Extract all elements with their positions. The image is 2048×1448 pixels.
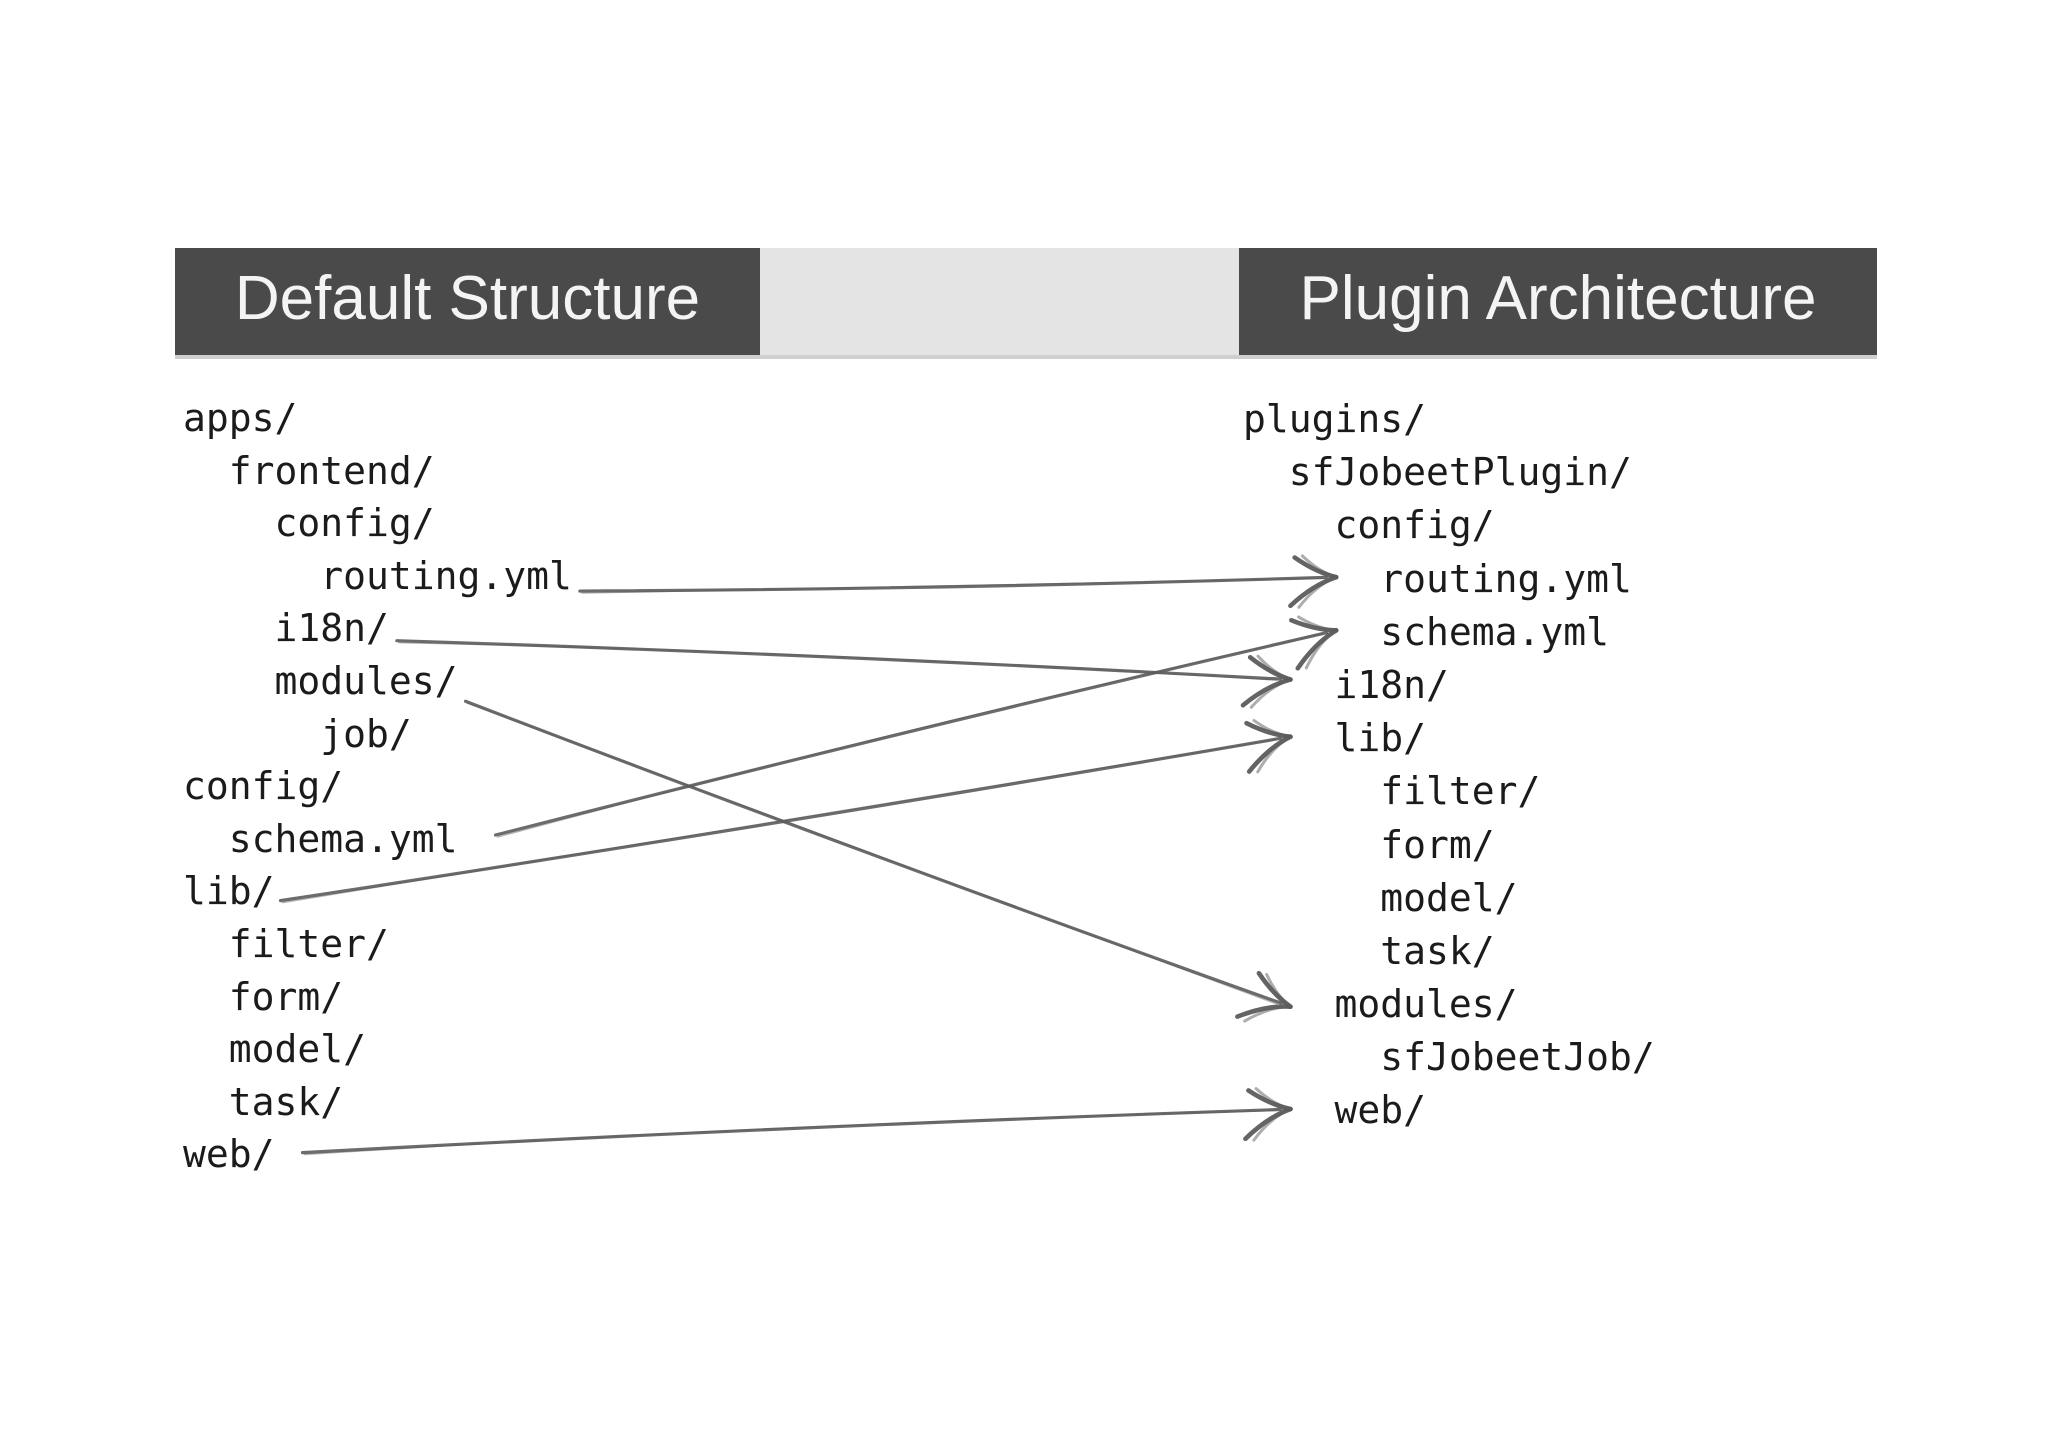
plugin-architecture-label-config: config/: [1334, 503, 1495, 548]
default-structure-item-task: task/: [183, 1076, 572, 1129]
default-structure-label-lib: lib/: [183, 869, 275, 914]
arrow-modules: [463, 699, 1293, 1023]
arrow-stroke: [496, 633, 1324, 838]
header-spacer: [760, 248, 1239, 359]
default-structure-label-modules: modules/: [274, 658, 458, 703]
arrow-schema: [493, 615, 1339, 838]
arrow-stroke: [493, 631, 1329, 837]
default-structure-item-filter: filter/: [183, 918, 572, 971]
default-structure-label-schema: schema.yml: [228, 816, 458, 861]
plugin-architecture-label-model: model/: [1380, 875, 1518, 920]
plugin-architecture-label-sfJobeetJob: sfJobeetJob/: [1380, 1035, 1655, 1080]
default-structure-item-web: web/: [183, 1128, 572, 1181]
header-plugin-architecture-title: Plugin Architecture: [1299, 263, 1817, 333]
plugin-architecture-tree: plugins/sfJobeetPlugin/config/routing.ym…: [1243, 393, 1655, 1138]
header-default-structure: Default Structure: [175, 248, 760, 359]
plugin-architecture-item-sfJobeetPlugin: sfJobeetPlugin/: [1243, 446, 1655, 499]
plugin-architecture-label-plugins: plugins/: [1243, 397, 1427, 441]
default-structure-label-frontend-config: config/: [274, 501, 435, 546]
default-structure-item-form: form/: [183, 971, 572, 1024]
default-structure-label-model: model/: [228, 1027, 367, 1072]
plugin-architecture-label-lib: lib/: [1334, 716, 1426, 761]
plugin-architecture-label-modules: modules/: [1334, 982, 1518, 1027]
plugin-architecture-item-plugins: plugins/: [1243, 393, 1655, 446]
default-structure-label-i18n: i18n/: [274, 606, 389, 651]
default-structure-label-frontend: frontend/: [228, 448, 435, 493]
plugin-architecture-label-schema: schema.yml: [1380, 609, 1609, 654]
plugin-architecture-item-filter: filter/: [1243, 765, 1655, 818]
plugin-architecture-label-sfJobeetPlugin: sfJobeetPlugin/: [1288, 450, 1632, 495]
header-default-structure-title: Default Structure: [234, 263, 701, 333]
plugin-architecture-item-i18n: i18n/: [1243, 659, 1655, 712]
default-structure-item-job: job/: [183, 708, 572, 761]
plugin-architecture-label-form: form/: [1380, 822, 1495, 867]
default-structure-label-apps: apps/: [183, 396, 298, 440]
plugin-architecture-label-task: task/: [1380, 928, 1495, 973]
plugin-architecture-item-web: web/: [1243, 1084, 1655, 1137]
header-plugin-architecture: Plugin Architecture: [1239, 248, 1877, 359]
default-structure-label-job: job/: [320, 711, 412, 756]
plugin-architecture-item-task: task/: [1243, 925, 1655, 978]
default-structure-item-schema: schema.yml: [183, 813, 572, 866]
plugin-architecture-item-schema: schema.yml: [1243, 606, 1655, 659]
default-structure-item-model: model/: [183, 1023, 572, 1076]
default-structure-label-config: config/: [183, 764, 344, 809]
default-structure-item-routing: routing.yml: [183, 550, 572, 603]
default-structure-label-form: form/: [228, 974, 344, 1019]
default-structure-tree: apps/frontend/config/routing.yml i18n/mod…: [183, 392, 572, 1181]
default-structure-label-filter: filter/: [228, 921, 389, 966]
default-structure-label-routing: routing.yml: [320, 553, 572, 598]
plugin-architecture-label-web: web/: [1334, 1088, 1426, 1133]
plugin-architecture-item-modules: modules/: [1243, 978, 1655, 1031]
arrow-stroke: [578, 575, 1328, 593]
plugin-architecture-label-filter: filter/: [1380, 769, 1541, 814]
plugin-architecture-item-sfJobeetJob: sfJobeetJob/: [1243, 1031, 1655, 1084]
plugin-architecture-label-i18n: i18n/: [1334, 662, 1449, 707]
arrow-stroke: [463, 699, 1283, 1005]
plugin-architecture-item-lib: lib/: [1243, 712, 1655, 765]
default-structure-label-task: task/: [228, 1079, 344, 1124]
arrow-stroke: [581, 577, 1323, 594]
arrow-stroke: [466, 702, 1278, 1005]
default-structure-label-web: web/: [183, 1132, 275, 1177]
default-structure-item-frontend-config: config/: [183, 497, 572, 550]
arrow-routing: [578, 554, 1339, 609]
plugin-architecture-item-config: config/: [1243, 499, 1655, 552]
plugin-architecture-item-form: form/: [1243, 819, 1655, 872]
default-structure-item-modules: modules/: [183, 655, 572, 708]
default-structure-item-frontend: frontend/: [183, 445, 572, 498]
plugin-architecture-item-routing: routing.yml: [1243, 553, 1655, 606]
default-structure-item-lib: lib/: [183, 865, 572, 918]
default-structure-item-config: config/: [183, 760, 572, 813]
plugin-architecture-item-model: model/: [1243, 872, 1655, 925]
default-structure-item-i18n: i18n/: [183, 602, 572, 655]
default-structure-item-apps: apps/: [183, 392, 572, 445]
plugin-architecture-label-routing: routing.yml: [1380, 556, 1632, 601]
